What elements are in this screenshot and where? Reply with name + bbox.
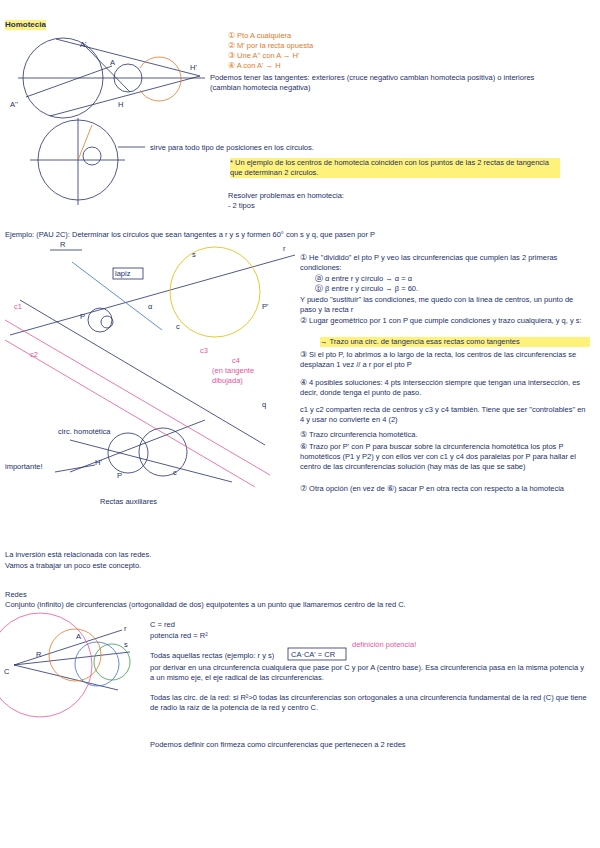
- note-text: A'': [10, 100, 18, 110]
- note-text: P': [262, 302, 268, 312]
- note-text: Conjunto (infinito) de circunferencias (…: [5, 600, 585, 610]
- note-text: c2: [30, 350, 38, 360]
- note-text: C = red: [150, 620, 175, 630]
- note-text: CA·CA' = CR: [291, 650, 335, 660]
- note-text: * Un ejemplo de los centros de homotecia…: [230, 158, 560, 178]
- note-text: A: [110, 58, 115, 68]
- note-text: ⑤ Trazo circunferencia homotética.: [300, 430, 590, 440]
- note-text: ② Lugar geométrico por 1 con P que cumpl…: [300, 316, 590, 326]
- note-text: potencia red = R²: [150, 631, 208, 641]
- note-text: La inversión está relacionada con las re…: [5, 550, 151, 560]
- note-text: Redes: [5, 590, 27, 600]
- note-text: q: [262, 400, 266, 410]
- note-text: definición potencia!: [352, 640, 416, 650]
- note-text: ④ A con A' → H: [228, 61, 281, 71]
- note-text: P: [80, 312, 85, 322]
- note-text: Vamos a trabajar un poco este concepto.: [5, 561, 141, 571]
- note-text: c4: [232, 356, 240, 366]
- note-text: Resolver problemas en homotecia:: [228, 191, 344, 201]
- note-text: ① Pto A cualquiera: [228, 31, 291, 41]
- note-text: ① He "dividido" el pto P y veo las circu…: [300, 253, 590, 273]
- note-text: H': [95, 458, 102, 468]
- note-text: Rectas auxiliares: [100, 497, 157, 507]
- note-text: ③ Si el pto P, lo abrimos a lo largo de …: [300, 350, 590, 370]
- note-text: Podemos definir con firmeza como circunf…: [150, 740, 590, 750]
- note-text: ② M' por la recta opuesta: [228, 41, 313, 51]
- note-text: Ejemplo: (PAU 2C): Determinar los círcul…: [5, 230, 585, 240]
- note-text: A': [80, 40, 86, 50]
- note-text: c1: [14, 302, 22, 312]
- note-text: s: [192, 250, 196, 260]
- note-text: → Trazo una circ. de tangencia esas rect…: [320, 337, 590, 347]
- note-text: Todas las circ. de la red: si R²>0 todas…: [150, 693, 590, 713]
- note-text: importante!: [5, 462, 43, 472]
- note-text: ③ Une A'' con A → H': [228, 51, 299, 61]
- note-text: c: [176, 322, 180, 332]
- note-text: R: [36, 650, 41, 660]
- note-text: por derivar en una circunferencia cualqu…: [150, 663, 590, 683]
- note-text: sirve para todo tipo de posiciones en lo…: [150, 143, 420, 153]
- note-text: c: [173, 468, 177, 478]
- section-heading: Homotecia: [5, 20, 46, 30]
- note-text: c3: [200, 346, 208, 356]
- note-text: ⑦ Otra opción (en vez de ⑥) sacar P en o…: [300, 484, 590, 494]
- note-text: R: [60, 240, 65, 250]
- note-text: circ. homotética: [58, 427, 111, 437]
- note-text: s: [124, 640, 128, 650]
- note-text: Y puedo "sustituir" las condiciones, me …: [300, 295, 590, 315]
- note-text: Podemos tener las tangentes: exteriores …: [210, 73, 550, 93]
- note-text: ⑥ Trazo por P' con P para buscar sobre l…: [300, 442, 590, 471]
- note-text: - 2 tipos: [228, 201, 255, 211]
- note-text: ⓑ β entre r y círculo → β = 60.: [315, 284, 575, 294]
- note-text: α: [148, 302, 152, 312]
- note-text: H: [118, 100, 123, 110]
- note-text: C: [4, 667, 9, 677]
- note-text: r: [124, 624, 127, 634]
- note-text: lapiz: [115, 269, 130, 279]
- note-text: ④ 4 posibles soluciones: 4 pts intersecc…: [300, 378, 590, 398]
- note-text: ⓐ α entre r y círculo → α = α: [315, 274, 575, 284]
- note-text: c1 y c2 comparten recta de centros y c3 …: [300, 405, 590, 425]
- note-text: A: [76, 632, 81, 642]
- note-text: H': [190, 63, 197, 73]
- note-text: r: [283, 244, 286, 254]
- note-text: (en tangente dibujada): [212, 366, 267, 386]
- note-text: P: [117, 471, 122, 481]
- note-text: Todas aquellas rectas (ejemplo: r y s): [150, 651, 274, 661]
